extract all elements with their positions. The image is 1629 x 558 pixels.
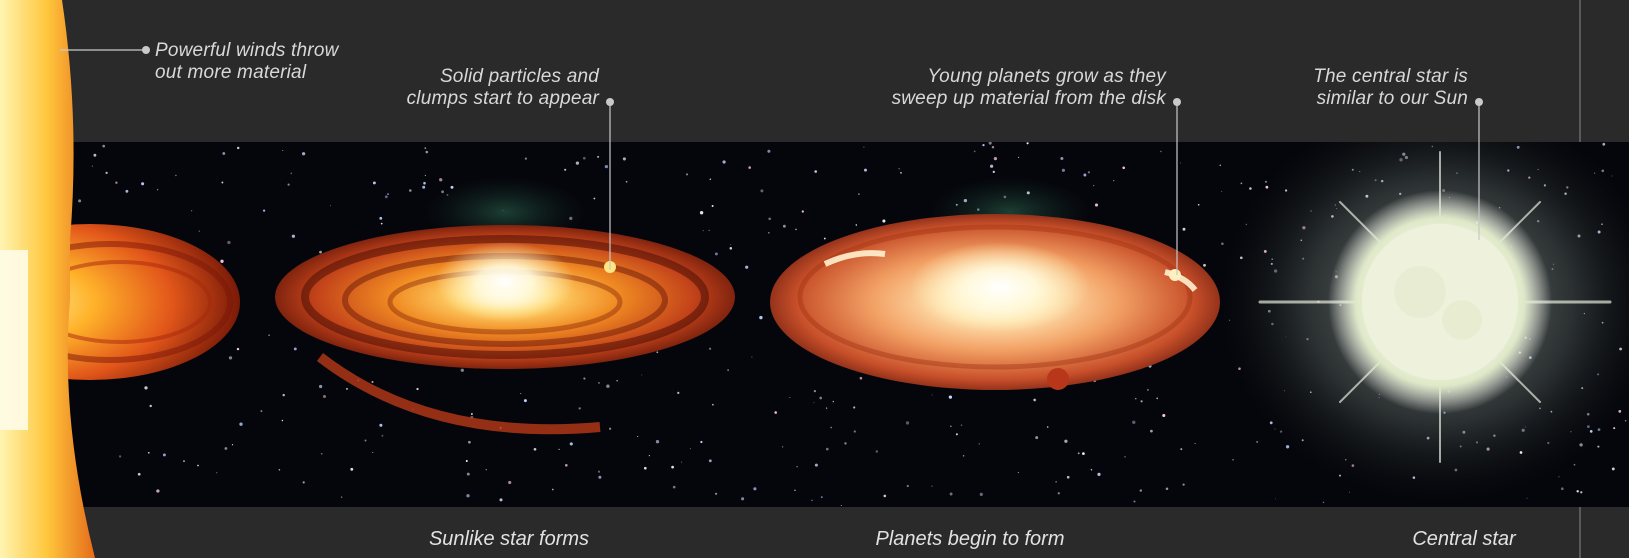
callout-central-star: The central star is similar to our Sun: [1313, 66, 1468, 109]
callout-planets-grow: Young planets grow as they sweep up mate…: [891, 66, 1166, 109]
leader-dot: [606, 98, 614, 106]
stage-label-planets: Planets begin to form: [875, 528, 1065, 550]
space-illustration-band: [0, 142, 1629, 507]
divider-line: [1579, 0, 1581, 142]
callout-winds: Powerful winds throw out more material: [155, 40, 339, 83]
young-planet: [1047, 368, 1069, 390]
stage-label-central: Central star: [1412, 528, 1516, 550]
leader-dot: [142, 46, 150, 54]
leader-dot: [1173, 98, 1181, 106]
stage-label-sunlike: Sunlike star forms: [428, 528, 590, 550]
leader-dot: [1475, 98, 1483, 106]
young-planet: [1169, 269, 1181, 281]
callout-particles: Solid particles and clumps start to appe…: [406, 66, 599, 109]
space-illustration: [0, 142, 1629, 507]
divider-line: [1579, 507, 1581, 558]
